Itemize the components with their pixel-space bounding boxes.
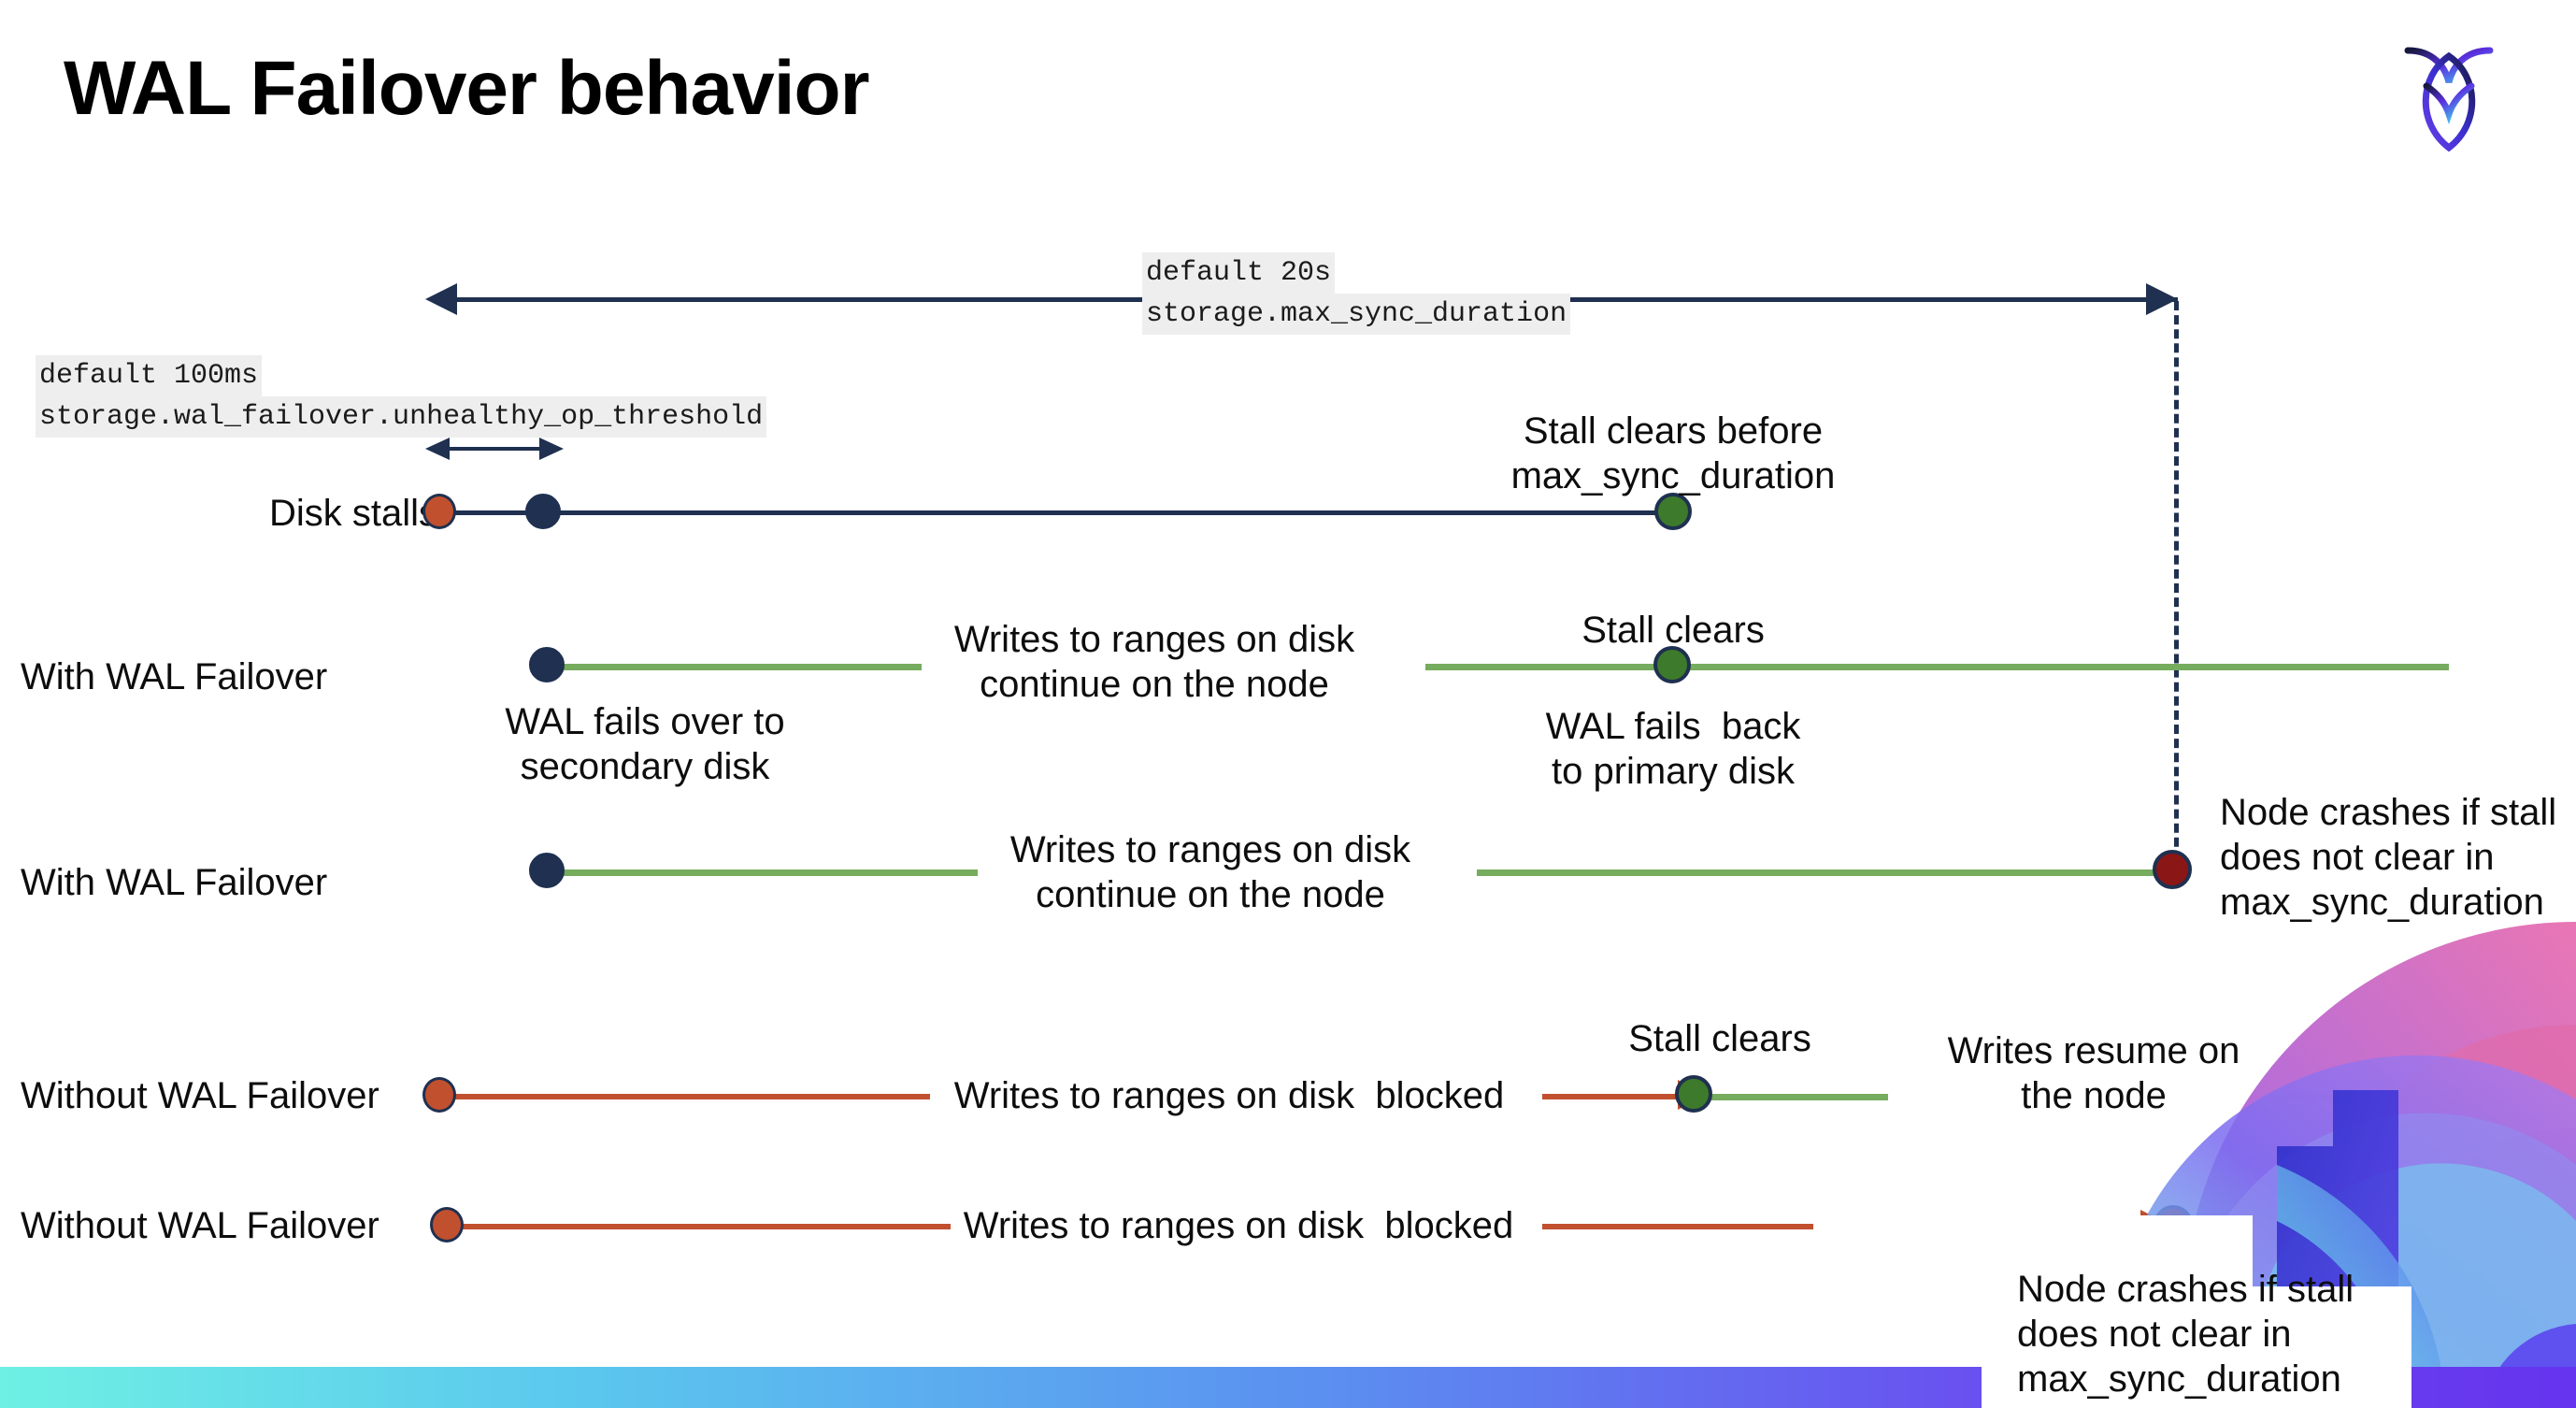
row-label-with-wal-failover-crash: With WAL Failover bbox=[21, 862, 328, 903]
wal-failover-clears-clear-dot bbox=[1653, 646, 1691, 683]
wal-failover-clears-segment-b bbox=[1425, 664, 2449, 670]
without-wal-failover-clears-resume-line bbox=[1710, 1094, 1888, 1100]
without-wal-failover-crash-blocked-line bbox=[460, 1224, 951, 1229]
wal-failover-clears-stall-clears-note: Stall clears bbox=[1581, 610, 1765, 651]
max-sync-duration-name: storage.max_sync_duration bbox=[1142, 294, 1571, 335]
wal-failover-crash-node-crash-dot bbox=[2153, 850, 2192, 889]
without-wal-failover-clears-start-dot bbox=[422, 1077, 456, 1113]
without-wal-failover-clears-blocked-note: Writes to ranges on disk blocked bbox=[953, 1075, 1505, 1116]
wal-failover-clears-middle-note: Writes to ranges on disk continue on the… bbox=[953, 619, 1355, 705]
without-wal-failover-clears-stall-clears-note: Stall clears bbox=[1628, 1018, 1811, 1059]
max-sync-duration-callout: default 20s storage.max_sync_duration bbox=[1142, 252, 1571, 335]
row-label-with-wal-failover-clears: With WAL Failover bbox=[21, 656, 328, 697]
wal-failover-clears-back-note: WAL fails back to primary disk bbox=[1545, 706, 1801, 792]
max-sync-duration-right-arrowhead bbox=[2146, 283, 2178, 315]
unhealthy-op-threshold-name: storage.wal_failover.unhealthy_op_thresh… bbox=[36, 396, 767, 438]
cockroachdb-logo-icon bbox=[2393, 28, 2505, 159]
unhealthy-op-threshold-callout: default 100ms storage.wal_failover.unhea… bbox=[36, 355, 767, 438]
wal-failover-crash-middle-note: Writes to ranges on disk continue on the… bbox=[1009, 829, 1411, 915]
page-title: WAL Failover behavior bbox=[64, 46, 870, 131]
row-label-without-wal-failover-crash: Without WAL Failover bbox=[21, 1205, 379, 1246]
unhealthy-op-threshold-right-arrowhead bbox=[539, 438, 564, 460]
row-label-without-wal-failover-clears: Without WAL Failover bbox=[21, 1075, 379, 1116]
without-wal-failover-crash-blocked-note: Writes to ranges on disk blocked bbox=[963, 1205, 1514, 1246]
disk-stalls-clear-note: Stall clears before max_sync_duration bbox=[1510, 410, 1836, 496]
without-wal-failover-clears-blocked-line-2 bbox=[1542, 1094, 1682, 1099]
disk-stalls-failover-dot bbox=[525, 494, 561, 529]
bottom-gradient-bar-mask bbox=[1982, 1286, 2411, 1408]
max-sync-duration-default: default 20s bbox=[1142, 252, 1336, 294]
wal-failover-crash-segment-b bbox=[1477, 869, 2168, 876]
disk-stalls-timeline bbox=[439, 510, 1673, 515]
without-wal-failover-clears-blocked-line bbox=[453, 1094, 930, 1099]
unhealthy-op-threshold-left-arrowhead bbox=[425, 438, 450, 460]
without-wal-failover-clears-resume-line-2 bbox=[2281, 1094, 2449, 1100]
row-label-disk-stalls: Disk stalls bbox=[268, 493, 437, 534]
wal-failover-crash-start-dot bbox=[529, 853, 565, 888]
disk-stalls-clear-dot bbox=[1654, 493, 1692, 530]
without-wal-failover-clears-resume-note: Writes resume on the node bbox=[1947, 1030, 2240, 1116]
wal-failover-clears-segment-a bbox=[548, 664, 922, 670]
unhealthy-op-threshold-span-line bbox=[447, 447, 540, 451]
without-wal-failover-crash-start-dot bbox=[430, 1207, 464, 1243]
unhealthy-op-threshold-default: default 100ms bbox=[36, 355, 263, 396]
wal-failover-crash-node-crash-note: Node crashes if stall does not clear in … bbox=[2220, 792, 2557, 923]
wal-failover-clears-start-dot bbox=[529, 647, 565, 682]
without-wal-failover-clears-clear-dot bbox=[1675, 1075, 1712, 1113]
max-sync-duration-left-arrowhead bbox=[425, 283, 457, 315]
wal-failover-clears-start-note: WAL fails over to secondary disk bbox=[505, 701, 785, 787]
disk-stalls-start-dot bbox=[422, 494, 456, 529]
max-sync-duration-dropline bbox=[2174, 301, 2179, 875]
wal-failover-crash-segment-a bbox=[548, 869, 978, 876]
without-wal-failover-crash-node-crash-note: Node crashes if stall does not clear in … bbox=[2017, 1269, 2354, 1400]
